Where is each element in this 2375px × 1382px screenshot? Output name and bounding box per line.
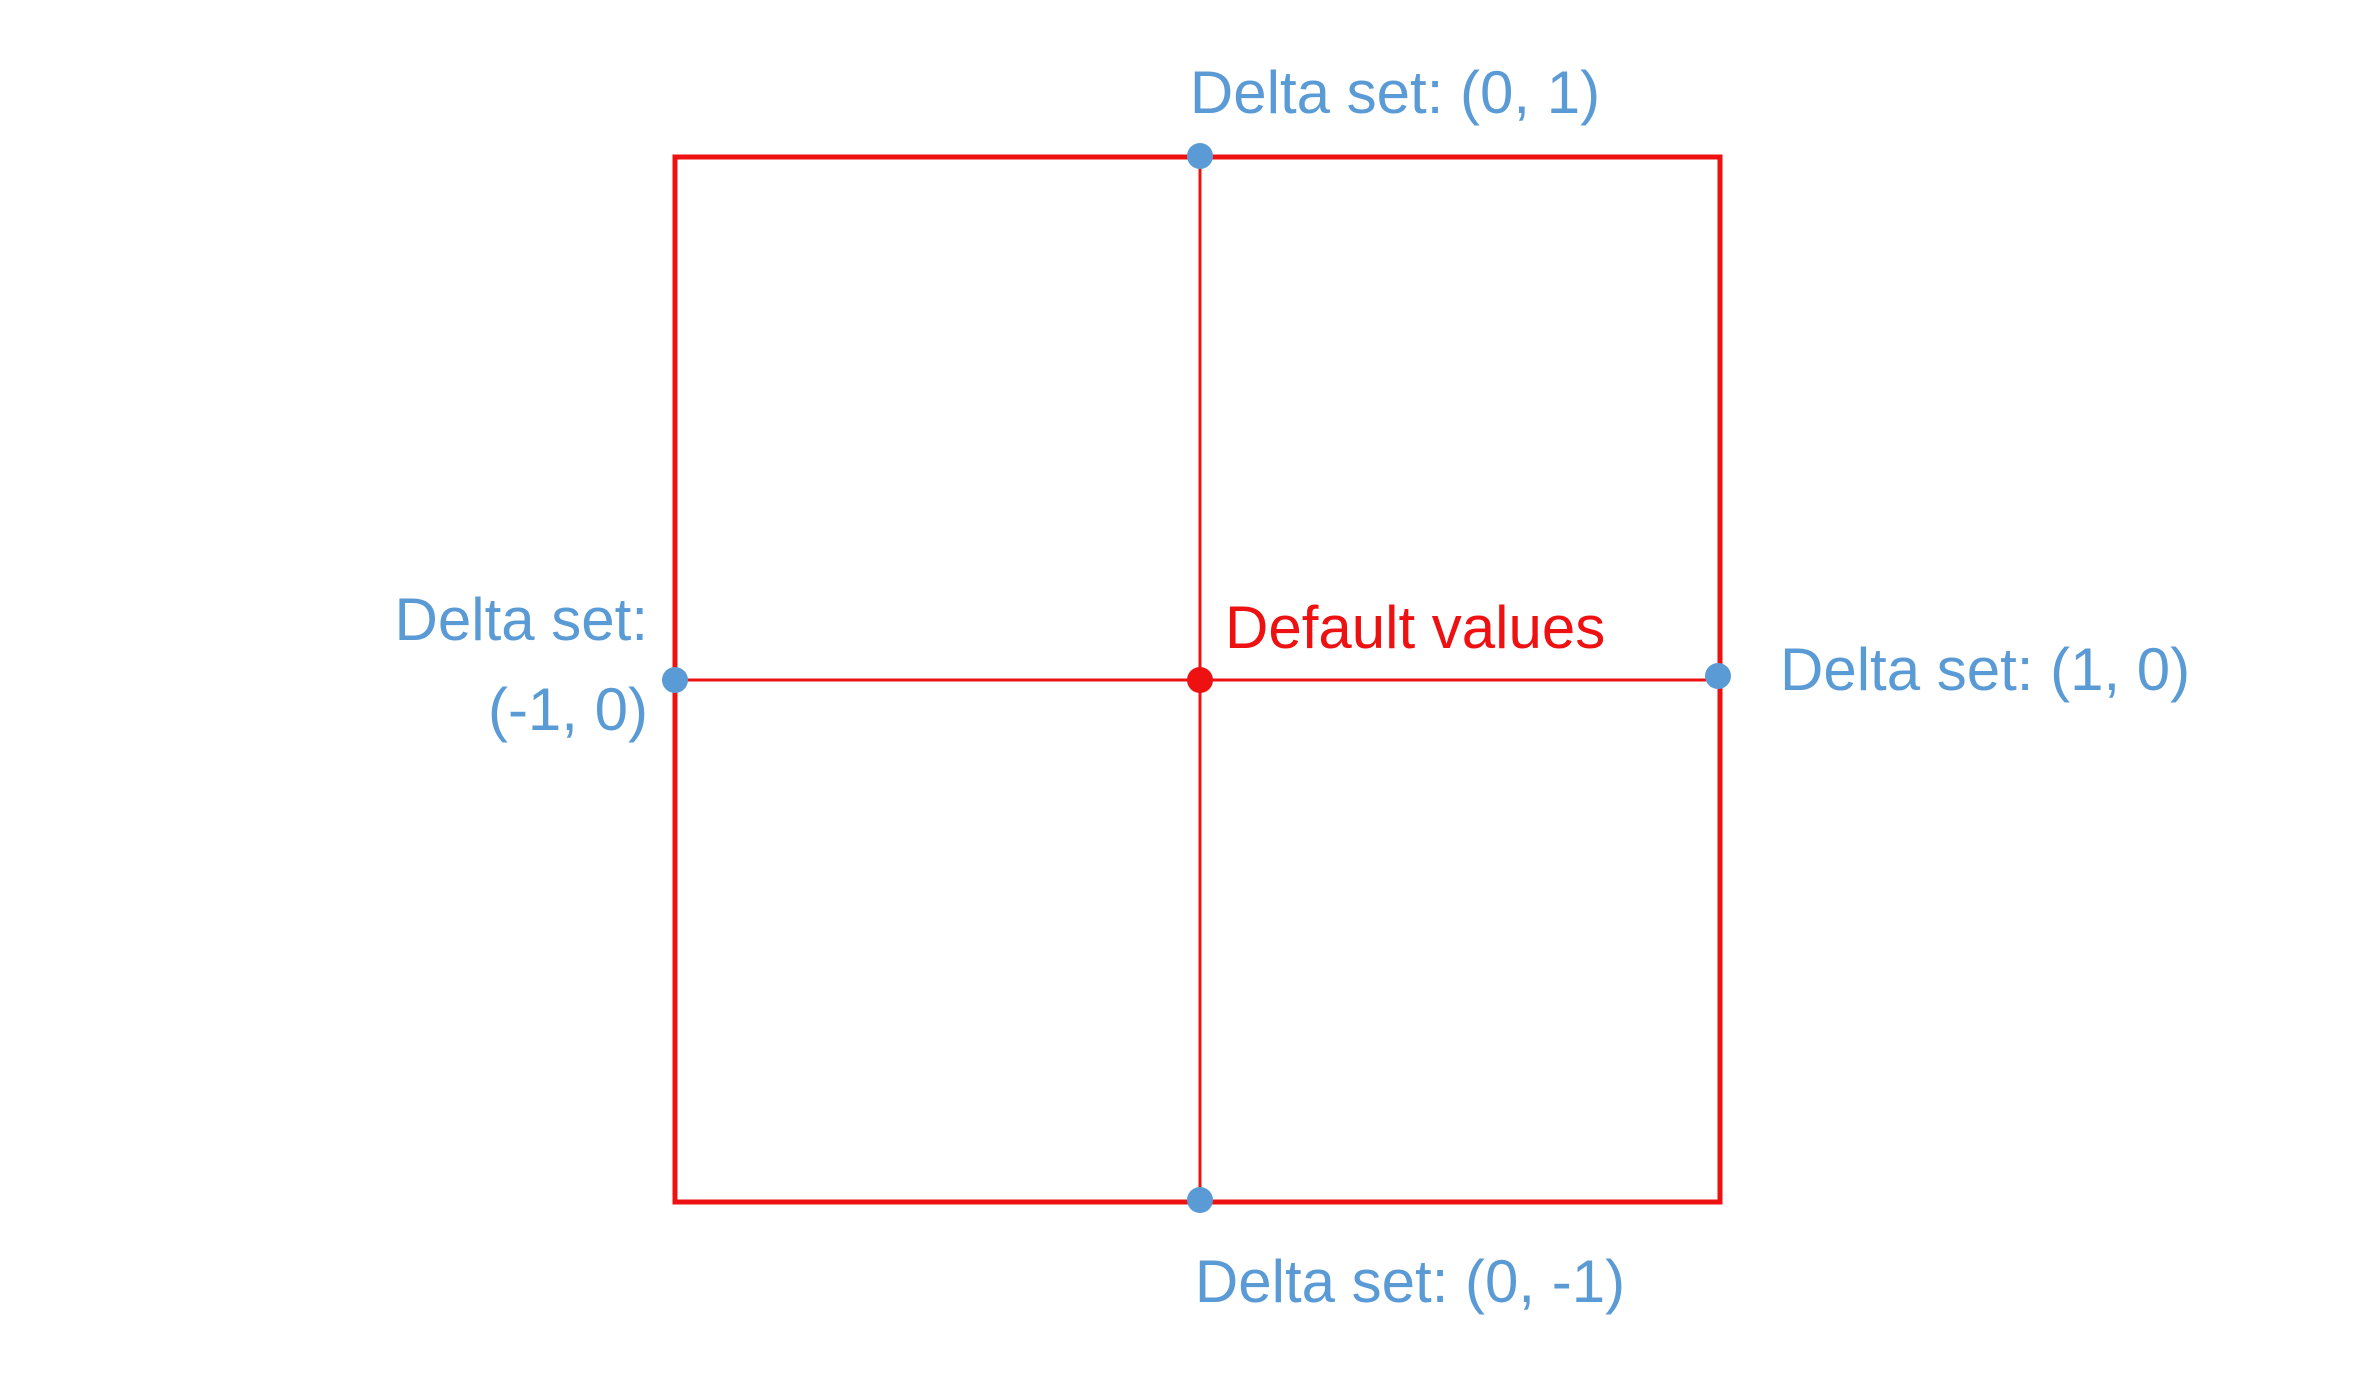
delta-point-bottom	[1187, 1187, 1213, 1213]
delta-point-left	[662, 667, 688, 693]
label-center: Default values	[1225, 594, 1605, 661]
default-point-center	[1187, 667, 1213, 693]
label-right: Delta set: (1, 0)	[1780, 636, 2190, 703]
delta-point-right	[1705, 663, 1731, 689]
label-left-line2: (-1, 0)	[488, 676, 648, 743]
label-top: Delta set: (0, 1)	[1190, 59, 1600, 126]
label-left-line1: Delta set:	[395, 586, 648, 653]
delta-point-top	[1187, 143, 1213, 169]
label-bottom: Delta set: (0, -1)	[1195, 1248, 1625, 1315]
